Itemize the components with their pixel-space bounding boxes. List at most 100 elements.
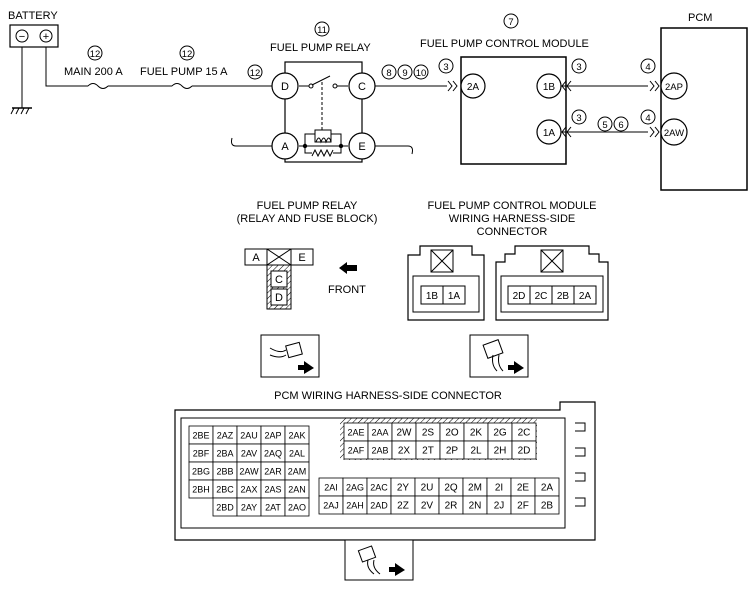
pin-label: 2R — [445, 501, 458, 512]
pin-label: 2P — [446, 446, 459, 457]
pin-label: 2AQ — [264, 449, 282, 459]
ref-9: 9 — [402, 68, 407, 79]
module-ref: 7 — [508, 17, 513, 28]
pin-label: 2X — [398, 446, 411, 457]
pump-fuse-ref: 12 — [182, 49, 193, 60]
relay-switch-contact — [311, 75, 331, 86]
pin-label: 2BF — [193, 449, 210, 459]
pin-label: 2AO — [288, 503, 306, 513]
link-ref-top-left: 3 — [576, 62, 581, 73]
link-ref-bot-mid-a: 5 — [602, 120, 607, 131]
relay-resistor — [311, 148, 334, 158]
module-ref-circle — [503, 13, 519, 29]
relay-coil-lead-right — [375, 145, 413, 155]
relay-connector-title-1: FUEL PUMP RELAY — [257, 200, 358, 212]
pin-label: 2D — [518, 446, 531, 457]
pin-label: 2AG — [346, 483, 364, 493]
module-pin-2a-label: 2A — [467, 82, 480, 93]
connector-thumbnail-icon — [260, 334, 320, 378]
pin-label: 2BB — [216, 467, 233, 477]
pcm-connector-latches — [575, 422, 586, 507]
pin-label: 2AC — [370, 483, 388, 493]
pin-label: 2AW — [239, 467, 259, 477]
connector-thumbnail-icon — [469, 334, 529, 378]
module-pin-2a — [460, 73, 486, 99]
relay-cell-e — [290, 248, 314, 266]
pin-label: 2AT — [265, 503, 281, 513]
relay-terminal-c-label: C — [358, 81, 366, 93]
battery-label: BATTERY — [8, 10, 58, 22]
pin-label: 2AI — [324, 483, 338, 493]
relay-cell-e-label: E — [298, 252, 305, 264]
battery: BATTERY − + — [8, 10, 59, 115]
pin-label: 2BD — [216, 503, 234, 513]
pin-label: 2AA — [371, 428, 388, 438]
pcm-pin-2aw-label: 2AW — [664, 128, 684, 139]
pin-label: 2N — [469, 501, 482, 512]
relay-output-refs: 8 9 10 — [381, 64, 429, 80]
pin-label: 2E — [517, 483, 530, 494]
pin-cell — [534, 495, 560, 515]
pcm-pin-2aw — [660, 118, 688, 146]
module-pcm-links — [561, 80, 660, 138]
pin-label: 2W — [397, 428, 413, 439]
pin-label: 2AU — [240, 431, 258, 441]
pin-label: 2K — [470, 428, 483, 439]
pump-fuse-symbol — [171, 83, 193, 89]
relay-ref: 11 — [317, 25, 327, 36]
module-title: FUEL PUMP CONTROL MODULE — [420, 38, 589, 50]
pin-label: 2M — [468, 483, 482, 494]
pin-label: 2G — [493, 428, 507, 439]
pin-label: 2AE — [347, 428, 364, 438]
relay-cell-d-label: D — [275, 292, 283, 304]
pin-label: 2AB — [371, 446, 388, 456]
ground-icon — [10, 107, 32, 115]
pin-label: 2AN — [288, 485, 306, 495]
pin-label: 2C — [518, 428, 531, 439]
main-fuse-label: MAIN 200 A — [64, 66, 123, 78]
ref-8: 8 — [386, 68, 391, 79]
connector-thumbnail-icon — [344, 539, 414, 581]
pin-label: 2BH — [192, 485, 210, 495]
ref-10: 10 — [416, 68, 427, 79]
module-pin-1b-label: 1B — [543, 82, 556, 93]
fuel-pump-relay: FUEL PUMP RELAY 11 D C A E — [231, 21, 413, 163]
pin-label: 2AJ — [323, 501, 339, 511]
pin-label: 2J — [494, 501, 505, 512]
main-fuse-ref-circle — [87, 45, 103, 61]
pin-label: 2AL — [289, 449, 305, 459]
relay-connector-title-2: (RELAY AND FUSE BLOCK) — [237, 213, 378, 225]
relay-terminal-d-label: D — [281, 81, 289, 93]
pcm-pin-2ap — [660, 72, 688, 100]
pin-label: 2AK — [288, 431, 305, 441]
pin-label: 2U — [421, 483, 434, 494]
relay-cell-a-label: A — [252, 252, 260, 264]
pin-label: 2BA — [216, 449, 233, 459]
pcm-body — [660, 27, 748, 191]
link-ref-bot-mid-b: 6 — [618, 120, 623, 131]
module-connector-title-3: CONNECTOR — [477, 226, 548, 238]
relay-connector-view: FUEL PUMP RELAY (RELAY AND FUSE BLOCK) A… — [237, 200, 378, 310]
relay-terminal-d — [271, 72, 299, 100]
pin-label: 2AD — [370, 501, 388, 511]
pcm-title: PCM — [688, 12, 712, 24]
pcm-pin-2ap-label: 2AP — [665, 82, 683, 93]
fuel-pump-control-module: FUEL PUMP CONTROL MODULE 7 2A 1B 1A — [420, 13, 589, 165]
pin-label: 2A — [541, 483, 554, 494]
module-pin-1a-label: 1A — [543, 128, 556, 139]
pin-cell — [511, 440, 537, 460]
battery-negative-terminal — [15, 29, 29, 43]
pump-fuse-ref-circle — [179, 45, 195, 61]
pin-label: 2O — [445, 428, 459, 439]
module-pin-2d-cell: 2D — [513, 291, 526, 302]
pin-label: 2AV — [241, 449, 257, 459]
module-pin-2a-cell: 2A — [579, 291, 592, 302]
pin-cell — [284, 497, 310, 517]
pin-label: 2BC — [216, 485, 234, 495]
pin-label: 2BG — [192, 467, 210, 477]
pcm-connector-title: PCM WIRING HARNESS-SIDE CONNECTOR — [274, 390, 502, 402]
